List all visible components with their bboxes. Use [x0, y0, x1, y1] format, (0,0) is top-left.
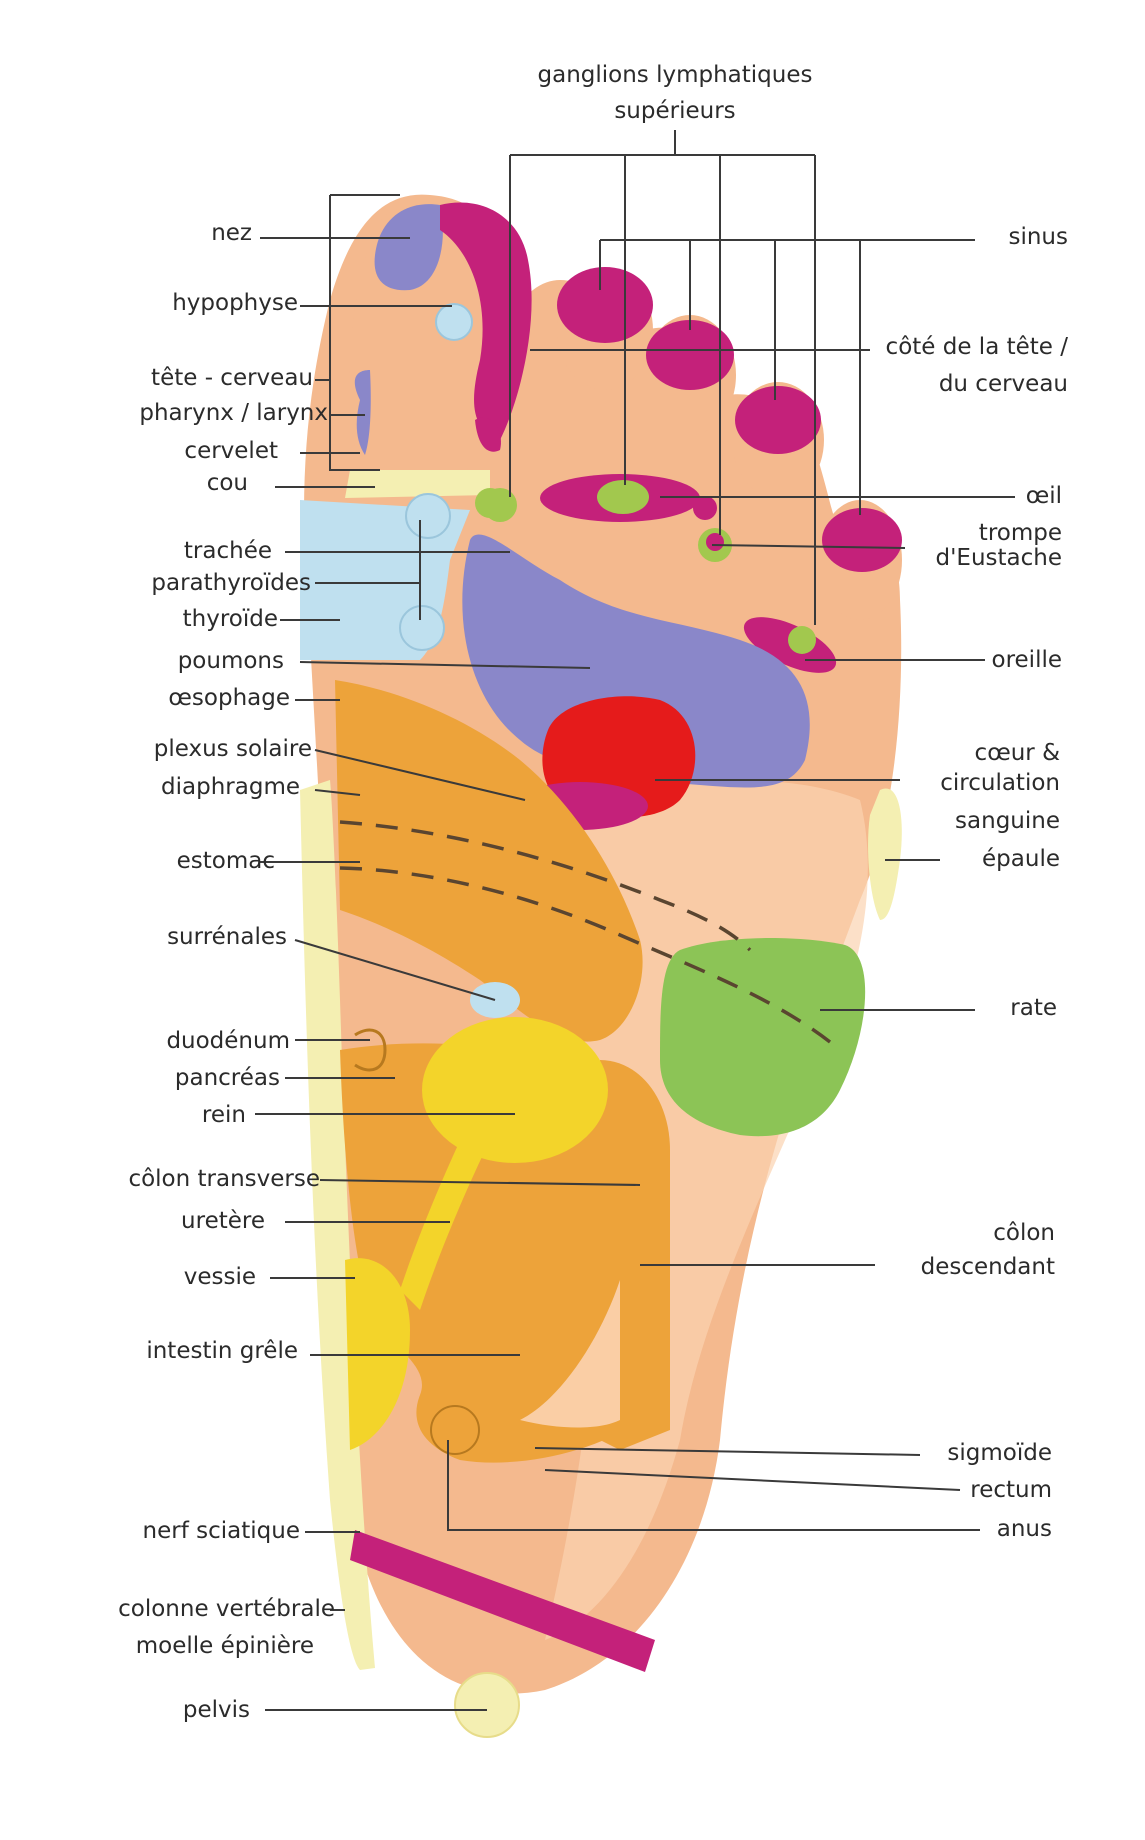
eustachian-point-c [706, 533, 724, 551]
label-nez: nez [211, 220, 252, 246]
label-coeur-3: sanguine [955, 808, 1060, 834]
label-poumons: poumons [178, 648, 284, 674]
kidney-zone [422, 1017, 608, 1163]
anus-point [430, 1405, 480, 1455]
label-tete-cerveau: tête - cerveau [151, 365, 313, 391]
label-colonne: colonne vertébrale [118, 1596, 335, 1622]
label-nerf: nerf sciatique [143, 1518, 300, 1544]
label-hypophyse: hypophyse [172, 290, 298, 316]
eye-point [597, 480, 649, 514]
label-anus: anus [997, 1516, 1052, 1542]
label-coeur-1: cœur & [975, 740, 1061, 766]
label-colon-desc-2: descendant [921, 1254, 1055, 1280]
leader-lines [255, 130, 1015, 1711]
label-oesophage: œsophage [168, 685, 290, 711]
lymph-node-toe-2 [475, 488, 505, 518]
label-parathyroides: parathyroïdes [151, 570, 311, 596]
parathyroid-upper [405, 493, 451, 539]
label-moelle: moelle épinière [136, 1633, 314, 1659]
label-trachee: trachée [184, 538, 272, 564]
waist-dashed-line [339, 866, 842, 1052]
label-intestin: intestin grêle [146, 1338, 298, 1364]
sciatic-nerve-zone [350, 1530, 655, 1672]
head-brain-zone [440, 202, 532, 440]
label-ganglions-2: supérieurs [614, 98, 735, 124]
label-trompe-2: d'Eustache [936, 545, 1063, 571]
stomach-zone [335, 680, 643, 1042]
label-ganglions-1: ganglions lymphatiques [538, 62, 813, 88]
label-duodenum: duodénum [166, 1028, 290, 1054]
cerebellum-zone [475, 417, 501, 452]
spine-strip [300, 780, 375, 1670]
parathyroid-lower [399, 605, 445, 651]
pharynx-zone [354, 370, 371, 455]
neck-zone [345, 470, 490, 498]
lungs-zone [462, 534, 810, 788]
label-oeil: œil [1026, 483, 1062, 509]
label-trompe-1: trompe [979, 520, 1062, 546]
toe-5-sinus [822, 508, 902, 572]
label-cou: cou [207, 470, 248, 496]
label-epaule: épaule [982, 846, 1060, 872]
label-coeur-2: circulation [940, 770, 1060, 796]
label-plexus: plexus solaire [154, 736, 312, 762]
label-oreille: oreille [992, 647, 1063, 673]
label-thyroide: thyroïde [183, 606, 278, 632]
eustachian-point-a [693, 496, 717, 520]
label-rein: rein [202, 1102, 246, 1128]
label-rate: rate [1010, 995, 1057, 1021]
label-vessie: vessie [184, 1264, 256, 1290]
label-cervelet: cervelet [184, 438, 278, 464]
label-estomac: estomac [177, 848, 275, 874]
sigmoid-cut [520, 1280, 620, 1428]
label-uretere: uretère [181, 1208, 265, 1234]
label-sigmoide: sigmoïde [947, 1440, 1052, 1466]
label-colon-transverse: côlon transverse [128, 1166, 320, 1192]
spleen-zone [660, 938, 866, 1137]
label-pharynx: pharynx / larynx [139, 400, 328, 426]
label-rectum: rectum [970, 1477, 1052, 1503]
shoulder-zone [868, 788, 902, 920]
nose-zone [374, 204, 443, 291]
label-sinus: sinus [1008, 224, 1068, 250]
label-surrenales: surrénales [167, 924, 287, 950]
duodenum-curve [354, 1028, 387, 1072]
labels-right: ganglions lymphatiques supérieurs sinus … [538, 62, 1069, 1542]
label-pancreas: pancréas [175, 1065, 280, 1091]
label-cote-1: côté de la tête / [886, 334, 1069, 360]
toe-4-sinus [735, 386, 821, 454]
labels-left: nez hypophyse tête - cerveau pharynx / l… [118, 220, 335, 1723]
ureter-zone [400, 1120, 495, 1310]
hypophysis-zone [435, 303, 473, 341]
label-cote-2: du cerveau [939, 371, 1068, 397]
diaphragm-dashed-line [339, 820, 752, 952]
toe-3-sinus [646, 320, 734, 390]
label-pelvis: pelvis [183, 1697, 250, 1723]
label-colon-desc-1: côlon [993, 1220, 1055, 1246]
label-diaphragme: diaphragme [161, 774, 300, 800]
ear-point [788, 626, 816, 654]
pelvis-zone [454, 1672, 520, 1738]
toe-2-sinus [557, 267, 653, 343]
